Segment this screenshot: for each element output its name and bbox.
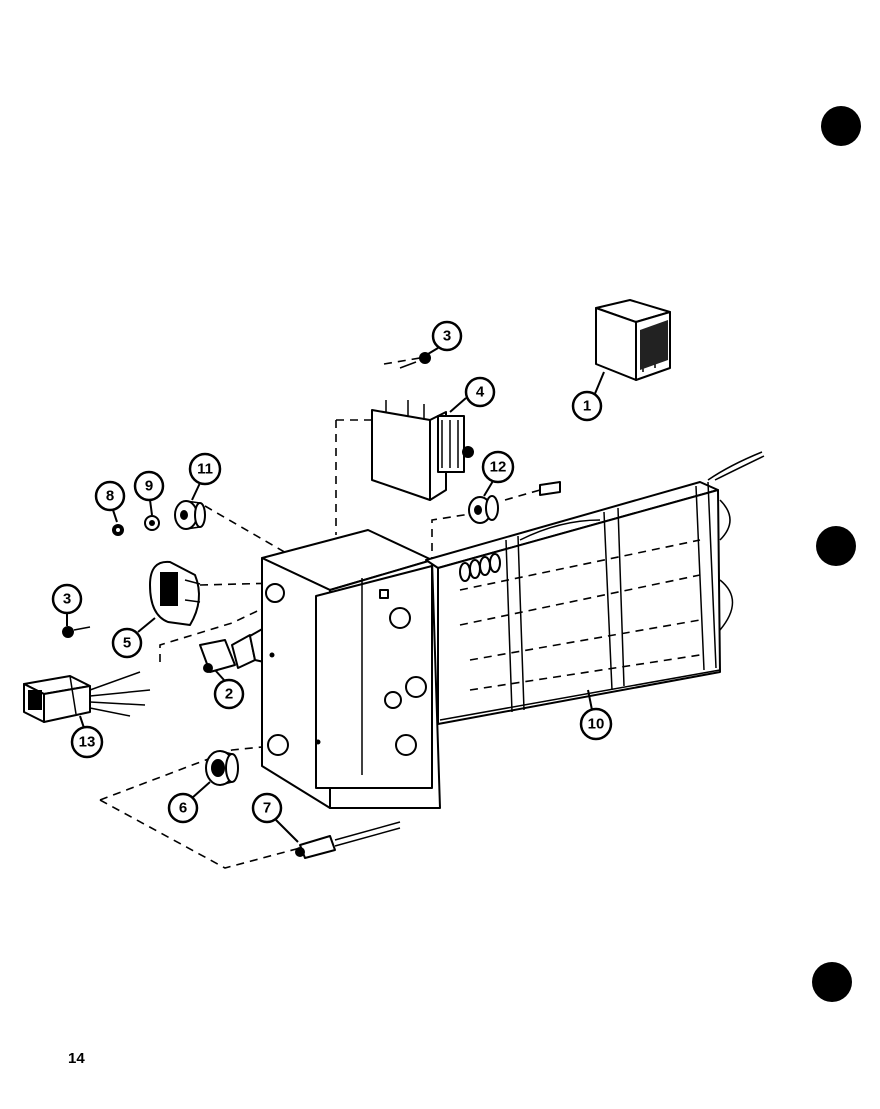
callout-label: 2	[225, 686, 233, 703]
grommet-part	[205, 750, 239, 786]
callout-label: 9	[145, 478, 153, 495]
heater-element-part	[425, 451, 765, 725]
thermostat-part	[149, 560, 201, 626]
callout-1: 1	[571, 371, 605, 422]
callout-11: 11	[188, 452, 222, 501]
callout-4: 4	[449, 376, 496, 413]
callout-7: 7	[251, 792, 299, 843]
cord-connector-part	[295, 821, 401, 859]
callout-label: 7	[263, 800, 271, 817]
wiring-plug-part	[23, 671, 151, 723]
washer-part	[144, 515, 160, 531]
callout-label: 6	[179, 800, 187, 817]
binder-hole-middle	[816, 526, 856, 566]
callout-label: 13	[79, 734, 96, 751]
callout-2: 2	[213, 669, 245, 710]
page-number: 14	[68, 1050, 85, 1067]
control-box-part	[261, 529, 441, 809]
screw-part-upper	[399, 352, 431, 369]
callout-label: 5	[123, 635, 131, 652]
callout-label: 8	[106, 488, 114, 505]
callout-label: 3	[443, 328, 451, 345]
callout-3-upper: 3	[427, 320, 463, 355]
callout-label: 11	[197, 461, 213, 478]
binder-hole-top	[821, 106, 861, 146]
terminal-block-part	[595, 299, 671, 381]
nut-part	[112, 524, 124, 536]
screw-part-left	[62, 626, 91, 638]
spacer-part	[174, 500, 206, 530]
bushing-part	[468, 481, 561, 524]
relay-part	[371, 400, 474, 501]
callout-label: 10	[588, 716, 605, 733]
callout-12: 12	[481, 450, 515, 497]
switch-part	[199, 627, 265, 673]
binder-hole-bottom	[812, 962, 852, 1002]
callout-5: 5	[111, 617, 156, 659]
callout-3-left: 3	[51, 583, 83, 626]
callout-10: 10	[579, 689, 613, 741]
callout-label: 12	[490, 459, 507, 476]
callout-8: 8	[94, 480, 126, 523]
callout-label: 1	[583, 398, 591, 415]
callout-label: 4	[476, 384, 485, 401]
callout-13: 13	[70, 715, 104, 759]
callout-9: 9	[133, 470, 165, 516]
callout-label: 3	[63, 591, 71, 608]
callout-6: 6	[167, 781, 211, 824]
